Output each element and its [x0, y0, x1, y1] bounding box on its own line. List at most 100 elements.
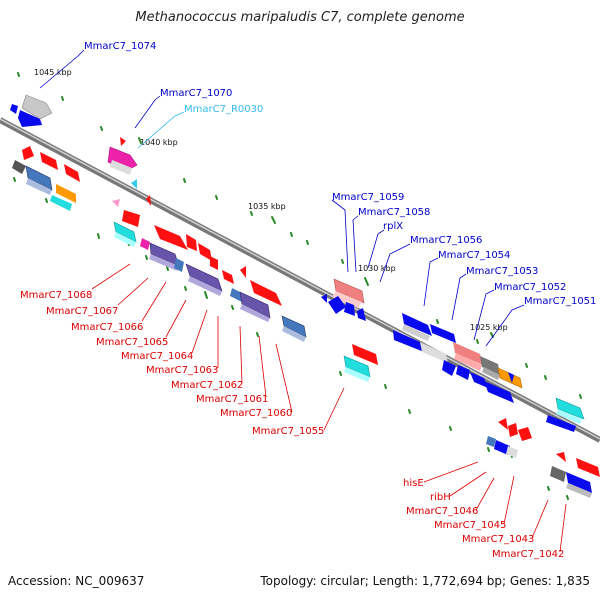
gene-feature	[140, 238, 150, 250]
genome-backbone-highlight	[0, 118, 600, 440]
gene-label-mmarc7-1074[interactable]: MmarC7_1074	[84, 41, 156, 52]
gene-label-mmarc7-1060[interactable]: MmarC7_1060	[220, 408, 292, 419]
gene-label-ribh[interactable]: ribH	[430, 492, 451, 503]
gene-label-mmarc7-1068[interactable]: MmarC7_1068	[20, 290, 92, 301]
gene-feature	[222, 270, 234, 284]
kbp-label-1045: 1045 kbp	[34, 68, 72, 77]
gene-feature	[240, 304, 270, 322]
gene-feature	[555, 397, 585, 420]
gene-label-mmarc7-1059[interactable]: MmarC7_1059	[332, 192, 404, 203]
gene-label-mmarc7-1055[interactable]: MmarC7_1055	[252, 426, 324, 437]
gene-feature	[333, 278, 365, 304]
gene-label-mmarc7-1053[interactable]: MmarC7_1053	[466, 266, 538, 277]
gene-feature	[393, 330, 424, 352]
gene-feature	[344, 367, 370, 382]
accession-text: Accession: NC_009637	[8, 574, 145, 588]
gene-feature	[110, 160, 132, 175]
bottom-labels: MmarC7_1068 MmarC7_1067 MmarC7_1066 Mmar…	[20, 290, 564, 560]
gene-feature	[321, 294, 327, 303]
gene-feature	[576, 458, 600, 477]
gene-feature	[40, 152, 58, 170]
gene-label-rplx[interactable]: rplX	[383, 221, 403, 232]
gene-feature	[114, 232, 136, 247]
gene-feature	[566, 483, 592, 498]
gene-feature	[12, 160, 26, 174]
gene-feature	[352, 344, 378, 365]
gene-feature	[112, 199, 120, 207]
gene-feature	[332, 291, 362, 308]
gene-feature	[146, 195, 151, 206]
gene-feature	[250, 280, 282, 306]
gene-feature	[56, 184, 76, 203]
gene-feature	[188, 276, 222, 296]
gene-feature	[456, 365, 470, 380]
gene-feature	[494, 440, 510, 455]
gene-feature	[442, 360, 456, 376]
gene-feature	[402, 313, 432, 336]
genome-stats-text: Topology: circular; Length: 1,772,694 bp…	[260, 574, 590, 588]
gene-feature	[453, 342, 483, 365]
gene-label-mmarc7-1054[interactable]: MmarC7_1054	[438, 250, 510, 261]
gene-feature	[22, 146, 34, 160]
gene-feature	[566, 472, 592, 493]
gene-feature	[430, 324, 456, 343]
gene-label-mmarc7-1046[interactable]: MmarC7_1046	[406, 506, 478, 517]
gene-label-mmarc7-1066[interactable]: MmarC7_1066	[71, 322, 143, 333]
gene-feature	[10, 104, 18, 114]
gene-feature	[210, 256, 218, 270]
kbp-label-1035: 1035 kbp	[248, 202, 286, 211]
top-labels: MmarC7_1074 MmarC7_1070 MmarC7_R0030 Mma…	[84, 41, 596, 307]
gene-feature	[508, 372, 514, 383]
gene-label-mmarc7-1062[interactable]: MmarC7_1062	[171, 380, 243, 391]
gene-label-mmarc7-1061[interactable]: MmarC7_1061	[196, 394, 268, 405]
gene-feature	[50, 195, 72, 211]
gene-feature	[402, 324, 430, 341]
gene-feature	[550, 466, 566, 482]
gene-feature	[498, 418, 508, 430]
gene-feature	[486, 436, 496, 447]
gene-feature	[518, 427, 532, 441]
scale-ticks-upper	[17, 72, 582, 399]
scale-ticks-lower	[13, 177, 569, 500]
gene-feature	[420, 342, 448, 363]
gene-feature	[149, 254, 179, 271]
gene-label-mmarc7-1070[interactable]: MmarC7_1070	[160, 88, 232, 99]
gene-label-mmarc7-1043[interactable]: MmarC7_1043	[462, 534, 534, 545]
gene-label-mmarc7-1063[interactable]: MmarC7_1063	[146, 365, 218, 376]
gene-feature	[556, 409, 582, 424]
gene-label-mmarc7-1042[interactable]: MmarC7_1042	[492, 549, 564, 560]
genome-backbone	[0, 117, 600, 443]
gene-feature	[26, 178, 52, 195]
top-leader-lines	[39, 49, 525, 347]
gene-label-mmarc7-1051[interactable]: MmarC7_1051	[524, 296, 596, 307]
gene-feature	[357, 308, 366, 321]
gene-feature	[508, 423, 518, 437]
gene-label-mmarc7-1065[interactable]: MmarC7_1065	[96, 337, 168, 348]
lower-features	[12, 146, 600, 498]
gene-feature	[506, 446, 518, 458]
kbp-label-1025: 1025 kbp	[470, 323, 508, 332]
gene-feature	[470, 372, 488, 388]
gene-feature	[482, 367, 500, 380]
gene-feature	[230, 288, 244, 302]
gene-feature	[546, 415, 576, 432]
gene-label-mmarc7-1067[interactable]: MmarC7_1067	[46, 306, 118, 317]
gene-label-mmarc7-1052[interactable]: MmarC7_1052	[494, 282, 566, 293]
gene-feature	[120, 137, 126, 146]
upper-features	[10, 94, 585, 432]
gene-feature	[64, 164, 80, 182]
kbp-label-1030: 1030 kbp	[358, 264, 396, 273]
gene-feature	[21, 94, 53, 120]
kbp-label-1040: 1040 kbp	[140, 138, 178, 147]
gene-feature	[484, 381, 514, 403]
gene-label-hise[interactable]: hisE	[403, 478, 424, 489]
gene-label-mmarc7-1058[interactable]: MmarC7_1058	[358, 207, 430, 218]
gene-feature	[480, 356, 500, 375]
gene-label-mmarc7-r0030[interactable]: MmarC7_R0030	[184, 104, 263, 115]
gene-feature	[18, 110, 42, 127]
gene-label-mmarc7-1064[interactable]: MmarC7_1064	[121, 351, 193, 362]
gene-feature	[186, 234, 197, 251]
gene-label-mmarc7-1045[interactable]: MmarC7_1045	[434, 520, 506, 531]
gene-label-mmarc7-1056[interactable]: MmarC7_1056	[410, 235, 482, 246]
